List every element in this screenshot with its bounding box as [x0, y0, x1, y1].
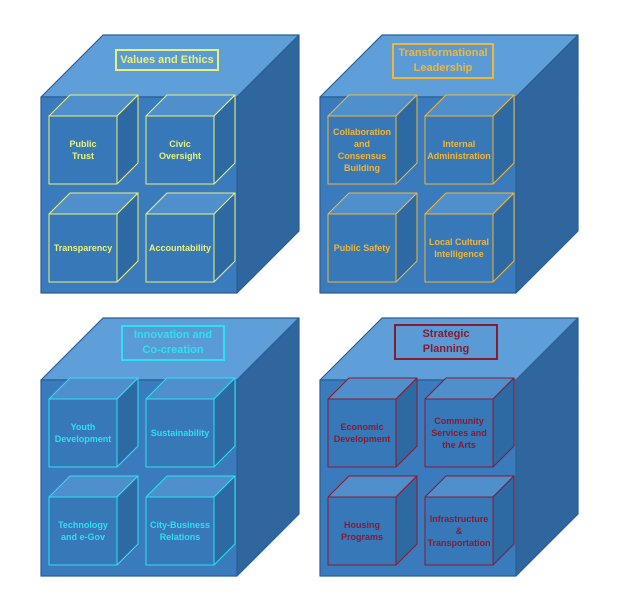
cell-label: Infrastructure & Transportation	[427, 514, 491, 548]
cell-label: Technology and e-Gov	[58, 520, 108, 542]
small-cube-front-face	[424, 398, 494, 468]
cell-label: Transparency	[53, 243, 113, 253]
cube-title: Strategic Planning	[394, 324, 498, 360]
cell-label: Youth Development	[54, 422, 112, 444]
cube-title: Values and Ethics	[115, 49, 219, 71]
cell-label: Internal Administration	[427, 139, 491, 161]
small-cube-front-face	[48, 398, 118, 468]
small-cube-front-face	[48, 115, 118, 185]
small-cube-front-face	[48, 213, 118, 283]
cell-label: Sustainability	[150, 428, 210, 438]
cell-label: Local Cultural Intelligence	[428, 237, 489, 259]
small-cube-front-face	[145, 496, 215, 566]
cube-title: Innovation and Co-creation	[121, 325, 225, 361]
small-cube-front-face	[327, 213, 397, 283]
small-cube-front-face	[48, 496, 118, 566]
cell-label: Accountability	[148, 243, 211, 253]
small-cube-front-face	[145, 213, 215, 283]
small-cube-front-face	[424, 115, 494, 185]
small-cube-front-face	[145, 398, 215, 468]
small-cube-front-face	[327, 496, 397, 566]
cell-label: Economic Development	[333, 422, 391, 444]
cell-label: Public Safety	[333, 243, 391, 253]
cell-label: Housing Programs	[340, 520, 384, 542]
cell-label: Community Services and the Arts	[431, 416, 487, 450]
small-cube-front-face	[424, 213, 494, 283]
small-cube-front-face	[145, 115, 215, 185]
small-cube-front-face	[424, 496, 494, 566]
cell-label: Civic Oversight	[158, 139, 201, 161]
cell-label: City-Business Relations	[149, 520, 211, 542]
cube-title: Transformational Leadership	[392, 43, 494, 79]
small-cube-front-face	[327, 115, 397, 185]
small-cube-front-face	[327, 398, 397, 468]
cell-label: Collaboration and Consensus Building	[333, 127, 391, 173]
cell-label: Public Trust	[69, 139, 97, 161]
